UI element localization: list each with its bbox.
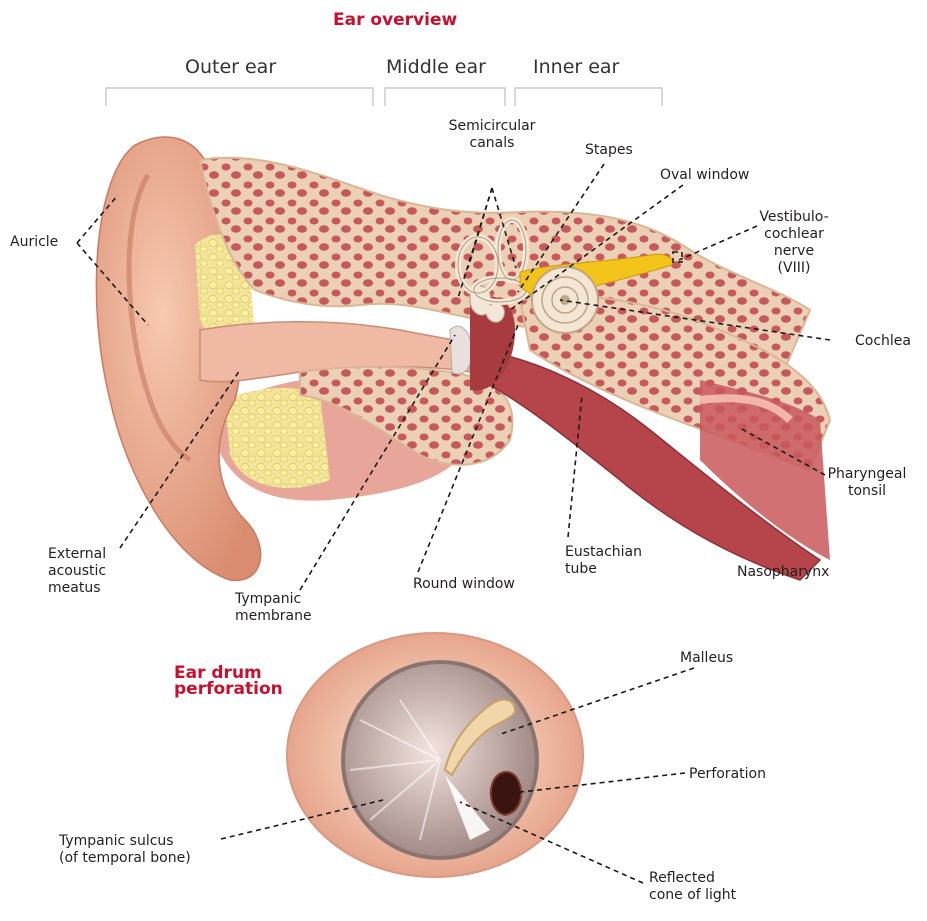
- label-reflected-cone-of-light: Reflected cone of light: [649, 870, 736, 904]
- label-tympanic-line2: membrane: [235, 608, 312, 625]
- label-sulcus-line1: Tympanic sulcus: [59, 833, 191, 850]
- region-middle-ear: Middle ear: [386, 56, 486, 78]
- ear-overview-illustration: [96, 137, 830, 580]
- label-external-acoustic-meatus: External acoustic meatus: [48, 546, 106, 597]
- middle-ear-bracket: [385, 88, 505, 106]
- label-semicircular-canals: Semicircular canals: [446, 118, 538, 152]
- tympanic-membrane-shape: [450, 326, 472, 374]
- cochlea-shape: [532, 267, 598, 333]
- label-auricle: Auricle: [10, 234, 58, 251]
- vestibulocochlear-leader: [679, 226, 757, 260]
- label-round-window: Round window: [413, 576, 515, 593]
- region-inner-ear: Inner ear: [533, 56, 619, 78]
- label-oval-window: Oval window: [660, 167, 749, 184]
- ear-overview-title: Ear overview: [333, 10, 457, 30]
- label-cochlea: Cochlea: [855, 333, 911, 350]
- region-brackets: [106, 88, 662, 106]
- label-nasopharynx: Nasopharynx: [737, 564, 829, 581]
- label-vestibulo-line4: (VIII): [756, 260, 832, 277]
- label-semicircular-line1: Semicircular: [446, 118, 538, 135]
- label-cone-line1: Reflected: [649, 870, 736, 887]
- label-perforation: Perforation: [689, 766, 766, 783]
- inner-ear-bracket: [515, 88, 662, 106]
- label-vestibulocochlear-nerve: Vestibulo- cochlear nerve (VIII): [756, 209, 832, 277]
- label-eustachian-line1: Eustachian: [565, 544, 642, 561]
- outer-ear-bracket: [106, 88, 373, 106]
- label-sulcus-line2: (of temporal bone): [59, 850, 191, 867]
- label-eustachian-tube: Eustachian tube: [565, 544, 642, 578]
- region-outer-ear: Outer ear: [185, 56, 276, 78]
- label-vestibulo-line1: Vestibulo-: [756, 209, 832, 226]
- perforation-shape: [491, 772, 521, 815]
- label-cone-line2: cone of light: [649, 887, 736, 904]
- label-semicircular-line2: canals: [446, 135, 538, 152]
- label-tympanic-sulcus: Tympanic sulcus (of temporal bone): [59, 833, 191, 867]
- label-malleus: Malleus: [680, 650, 733, 667]
- label-stapes: Stapes: [585, 142, 633, 159]
- label-external-line2: acoustic: [48, 563, 106, 580]
- label-eustachian-line2: tube: [565, 561, 642, 578]
- label-vestibulo-line3: nerve: [756, 243, 832, 260]
- label-vestibulo-line2: cochlear: [756, 226, 832, 243]
- label-external-line3: meatus: [48, 580, 106, 597]
- label-external-line1: External: [48, 546, 106, 563]
- label-pharyngeal-line2: tonsil: [820, 483, 914, 500]
- label-tympanic-line1: Tympanic: [235, 591, 312, 608]
- label-tympanic-membrane: Tympanic membrane: [235, 591, 312, 625]
- label-pharyngeal-tonsil: Pharyngeal tonsil: [820, 466, 914, 500]
- eardrum-perforation-title: Ear drum perforation: [174, 665, 283, 697]
- eardrum-illustration: [287, 633, 583, 877]
- label-pharyngeal-line1: Pharyngeal: [820, 466, 914, 483]
- eardrum-perforation-title-line2: perforation: [174, 681, 283, 697]
